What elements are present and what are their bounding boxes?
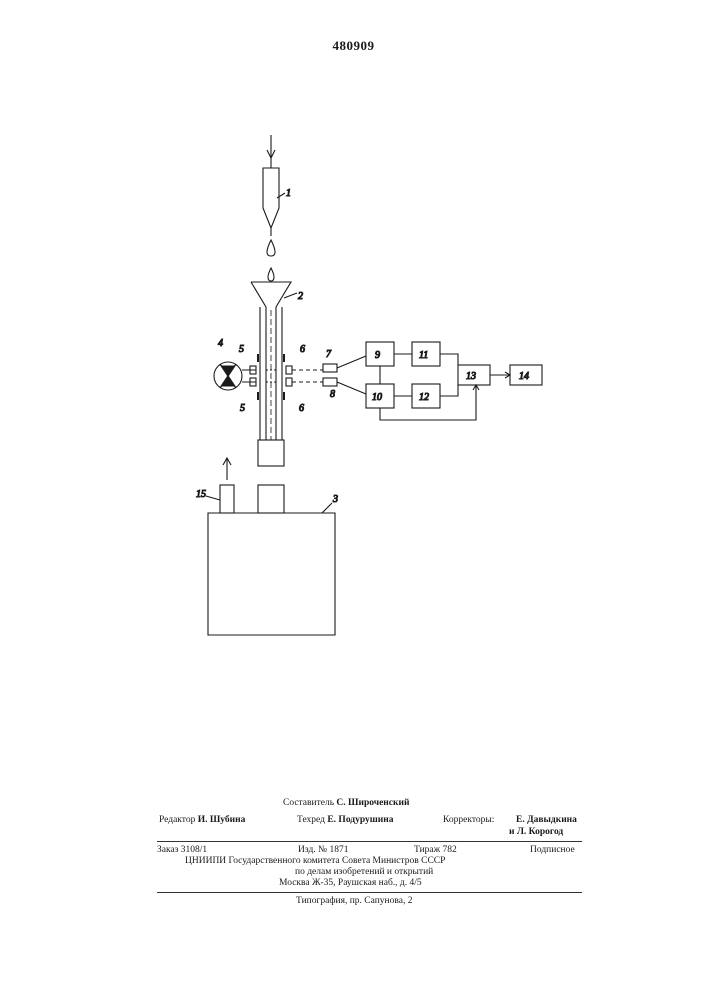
label-12: 12: [419, 392, 429, 403]
label-2: 2: [298, 291, 303, 302]
label-6-top: 6: [300, 344, 305, 355]
printer-line: Типография, пр. Сапунова, 2: [296, 895, 412, 908]
label-5-bottom: 5: [240, 403, 245, 414]
imprint-divider-bottom: [157, 892, 582, 893]
label-5-top: 5: [239, 344, 244, 355]
label-10: 10: [372, 392, 382, 403]
dispenser-nozzle: [263, 168, 279, 256]
label-15: 15: [196, 489, 206, 500]
subscription: Подписное: [530, 844, 575, 857]
label-8: 8: [330, 389, 335, 400]
liquid-drop: [268, 268, 274, 281]
corrector-2: и Л. Корогод: [509, 826, 563, 839]
org-line-3: Москва Ж-35, Раушская наб., д. 4/5: [279, 877, 422, 890]
input-flow-arrow: [267, 135, 275, 168]
label-14: 14: [519, 371, 529, 382]
techred-line: Техред Е. Подурушина: [297, 814, 393, 827]
editor-name: И. Шубина: [198, 815, 246, 825]
imprint-divider-top: [157, 841, 582, 842]
label-9: 9: [375, 350, 380, 361]
compiler-name: С. Широченский: [336, 798, 409, 808]
receiving-vessel: [208, 458, 335, 635]
photodetector-8: [323, 378, 337, 386]
label-11: 11: [419, 350, 428, 361]
techred-name: Е. Подурушина: [327, 815, 393, 825]
optical-sensors: [242, 354, 292, 400]
label-6-bottom: 6: [299, 403, 304, 414]
photodetector-7: [323, 364, 337, 372]
editor-line: Редактор И. Шубина: [159, 814, 245, 827]
label-3: 3: [332, 494, 338, 505]
signal-blocks: [337, 342, 542, 420]
compiler-line: Составитель С. Широченский: [283, 797, 409, 810]
label-13: 13: [466, 371, 476, 382]
label-7: 7: [326, 349, 332, 360]
label-1: 1: [286, 188, 291, 199]
correctors-label: Корректоры:: [443, 814, 494, 827]
label-4: 4: [218, 338, 223, 349]
modulator-disc: [214, 362, 242, 390]
funnel-tube: [251, 282, 291, 466]
